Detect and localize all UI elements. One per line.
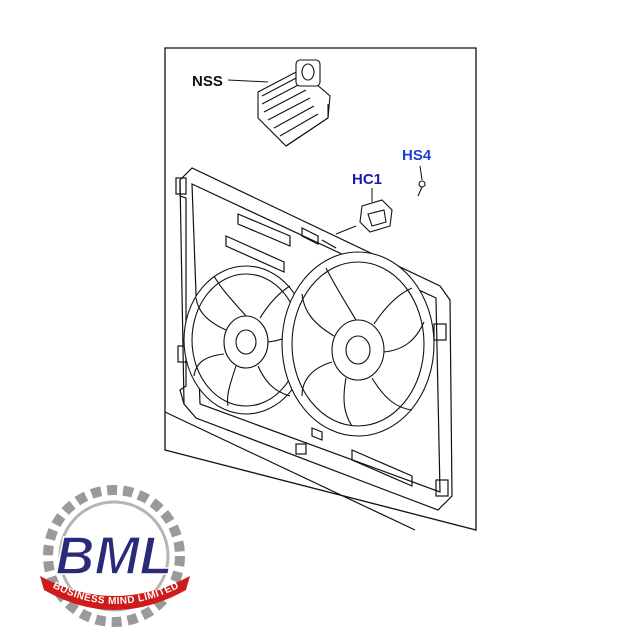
diagram-frame bbox=[164, 47, 477, 531]
gear-ring bbox=[43, 485, 185, 627]
bml-logo: BML BUSINESS MIND LIMITED bbox=[40, 485, 190, 627]
clip-to-shroud-leader bbox=[335, 225, 357, 235]
logo-banner bbox=[40, 576, 190, 610]
diagram-frame-bottom bbox=[164, 411, 416, 531]
logo-letters: BML bbox=[56, 526, 173, 586]
screw-hs4 bbox=[417, 180, 426, 197]
hc1-label: HC1 bbox=[352, 171, 382, 188]
hs4-label: HS4 bbox=[402, 147, 432, 164]
right-fan bbox=[281, 251, 435, 437]
nss-leader-line bbox=[227, 79, 269, 83]
clip-hc1 bbox=[359, 199, 393, 233]
hs4-leader-line bbox=[419, 165, 423, 181]
nss-label: NSS bbox=[192, 73, 223, 90]
resistor-module bbox=[257, 59, 331, 147]
